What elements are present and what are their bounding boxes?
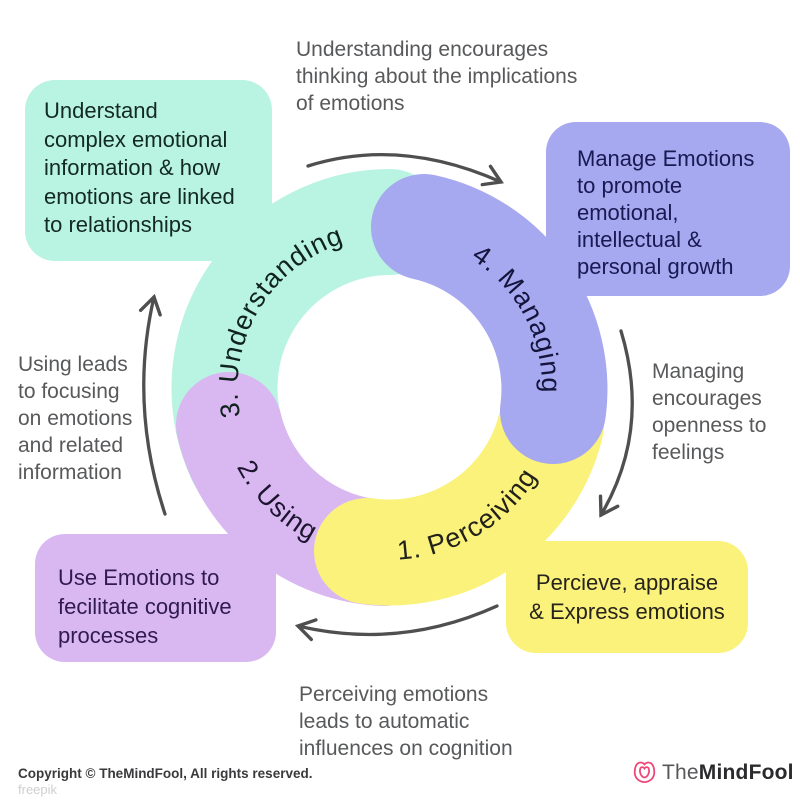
copyright-text: Copyright © TheMindFool, All rights rese… <box>18 766 313 781</box>
segment-managing <box>371 174 608 464</box>
arrow-perceiving-to-using <box>294 604 499 642</box>
annotation-managing-to-perceiving: Managing encourages openness to feelings <box>652 360 767 464</box>
arrow-understanding-to-managing <box>306 152 504 187</box>
perceiving-description-box: Percieve, appraise & Express emotions <box>506 541 748 653</box>
freepik-watermark: freepik <box>18 782 58 797</box>
logo-word-mindfool: MindFool <box>698 760 794 784</box>
using-description-box: Use Emotions to fecilitate cognitive pro… <box>35 534 276 662</box>
logo-wordmark: TheMindFool <box>662 761 794 785</box>
understanding-description-box: Understand complex emotional information… <box>25 80 272 261</box>
tulip-icon <box>633 761 656 783</box>
managing-description-box: Manage Emotions to promote emotional, in… <box>546 122 790 296</box>
annotation-using-to-understanding: Using leads to focusing on emotions and … <box>18 353 133 484</box>
arrow-managing-to-perceiving <box>598 329 634 518</box>
arrow-using-to-understanding <box>138 293 167 516</box>
themindfool-logo: TheMindFool <box>632 760 794 785</box>
annotation-understanding-to-managing: Understanding encourages thinking about … <box>296 38 578 115</box>
annotation-perceiving-to-using: Perceiving emotions leads to automatic i… <box>299 683 513 760</box>
logo-word-the: The <box>662 760 699 784</box>
